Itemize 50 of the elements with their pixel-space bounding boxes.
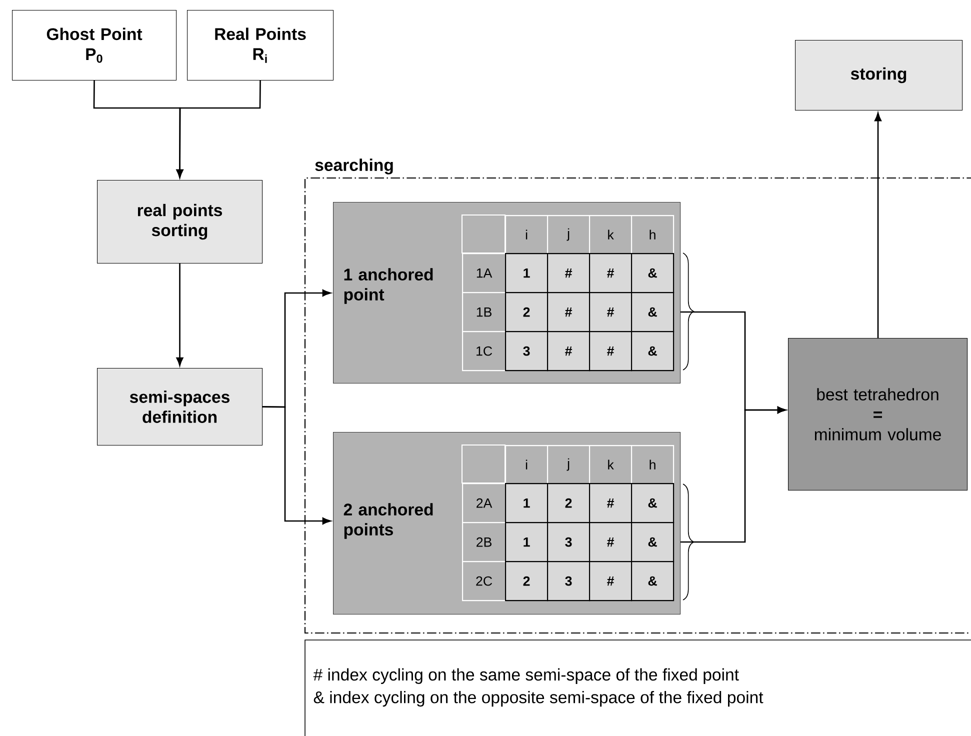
table-cell: #	[589, 522, 632, 562]
arrow	[176, 264, 184, 366]
table-cell: #	[547, 253, 590, 294]
table-cell: #	[589, 253, 632, 294]
table-cell: k	[589, 215, 632, 254]
arrow	[176, 80, 261, 178]
table-cell: 2	[505, 292, 548, 332]
table-cell: &	[631, 561, 674, 602]
table-cell: j	[547, 445, 590, 484]
table-cell: 1	[505, 483, 548, 524]
arrow	[680, 406, 786, 543]
table-cell: 1	[505, 522, 548, 562]
process-box: semi-spaces definition	[97, 368, 263, 446]
table-cell: 1B	[462, 292, 506, 332]
table-cell: 3	[547, 561, 590, 602]
table-cell: #	[589, 292, 632, 332]
table-cell: k	[589, 445, 632, 484]
table-cell: 2A	[462, 483, 506, 524]
arrow	[262, 406, 331, 525]
table-cell: i	[505, 445, 548, 484]
table-cell: &	[631, 522, 674, 562]
table-cell: &	[631, 292, 674, 332]
table-cell: #	[589, 483, 632, 524]
table-cell: #	[547, 331, 590, 372]
table-cell: 3	[505, 331, 548, 372]
table-cell: &	[631, 331, 674, 372]
table-cell: 1C	[462, 331, 506, 372]
table-cell: i	[505, 215, 548, 254]
table-cell: j	[547, 215, 590, 254]
table-cell: 1A	[462, 253, 506, 294]
table-cell: &	[631, 253, 674, 294]
process-box: storing	[795, 40, 963, 111]
input-box: Real Points R$_{i}$	[187, 10, 334, 81]
process-box: real points sorting	[97, 180, 263, 264]
table-cell: #	[547, 292, 590, 332]
table-cell: 2	[505, 561, 548, 602]
input-box: Ghost Point P$_{0}$	[12, 10, 177, 81]
table-cell: 2C	[462, 561, 506, 602]
table-cell: 1	[505, 253, 548, 294]
table-cell: #	[589, 331, 632, 372]
arrow	[874, 112, 882, 338]
table-cell: &	[631, 483, 674, 524]
table-cell: 3	[547, 522, 590, 562]
table-cell: 2B	[462, 522, 506, 562]
note-box: # index cycling on the same semi-space of the fixed point & index cycling on the opposite semi-space of the fixed point	[304, 640, 971, 736]
result-box: best tetrahedron = minimum volume	[788, 338, 968, 491]
table-cell: 2	[547, 483, 590, 524]
table-cell: #	[589, 561, 632, 602]
table-cell: h	[631, 445, 674, 484]
table-cell: h	[631, 215, 674, 254]
